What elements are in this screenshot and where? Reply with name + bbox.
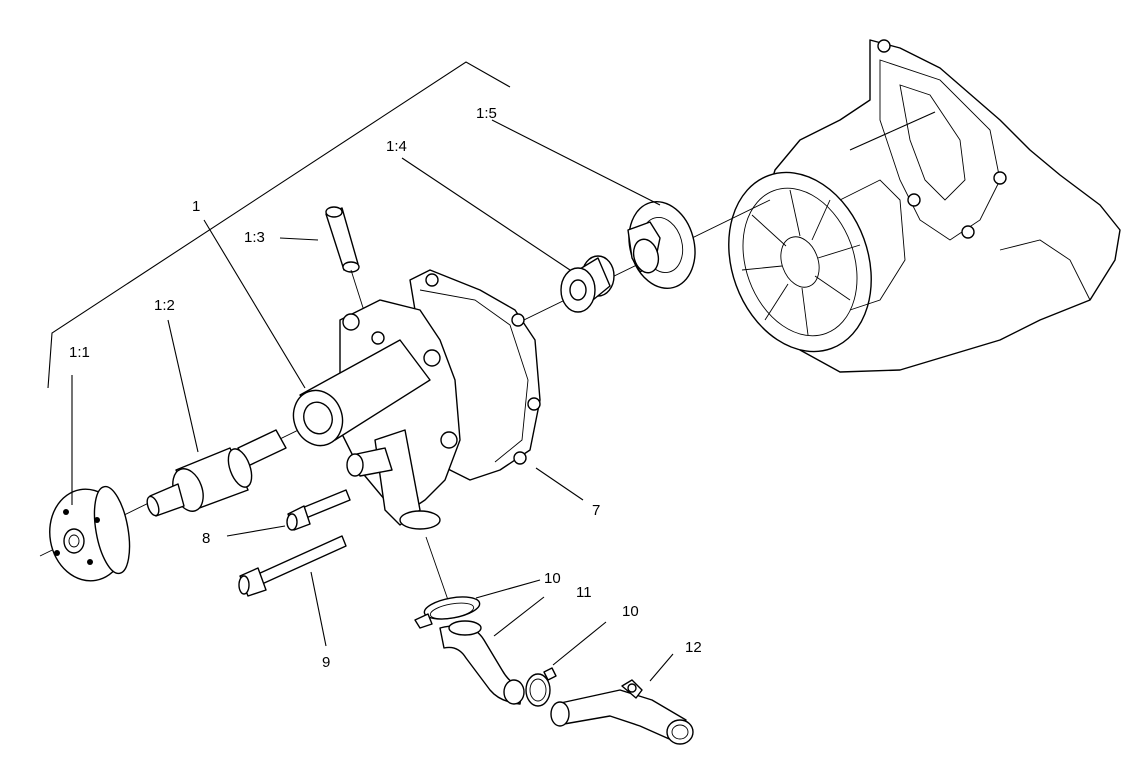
group-bracket <box>47 61 511 389</box>
shaft-seal <box>560 255 615 313</box>
label-11: 11 <box>576 584 592 601</box>
label-10-upper: 10 <box>544 570 561 587</box>
bolt-short <box>286 489 351 531</box>
bolt-long <box>238 535 347 597</box>
hose-clamp-upper <box>414 596 481 629</box>
label-1-4: 1:4 <box>386 138 407 155</box>
impeller <box>627 200 696 290</box>
label-1-5: 1:5 <box>476 105 497 122</box>
pump-shaft <box>146 429 287 517</box>
label-1: 1 <box>192 198 200 215</box>
coolant-pipe <box>550 679 694 745</box>
hose-clamp-lower <box>525 667 557 707</box>
coolant-hose <box>439 620 525 705</box>
label-9: 9 <box>322 654 330 671</box>
pump-housing <box>292 269 541 530</box>
engine-block <box>728 39 1121 373</box>
hub-flange <box>49 485 131 582</box>
leader-lines <box>71 119 674 682</box>
pump-mount-flange <box>728 171 872 353</box>
label-1-3: 1:3 <box>244 229 265 246</box>
label-10-lower: 10 <box>622 603 639 620</box>
label-8: 8 <box>202 530 210 547</box>
label-12: 12 <box>685 639 702 656</box>
label-1-2: 1:2 <box>154 297 175 314</box>
label-7: 7 <box>592 502 600 519</box>
label-1-1: 1:1 <box>69 344 90 361</box>
